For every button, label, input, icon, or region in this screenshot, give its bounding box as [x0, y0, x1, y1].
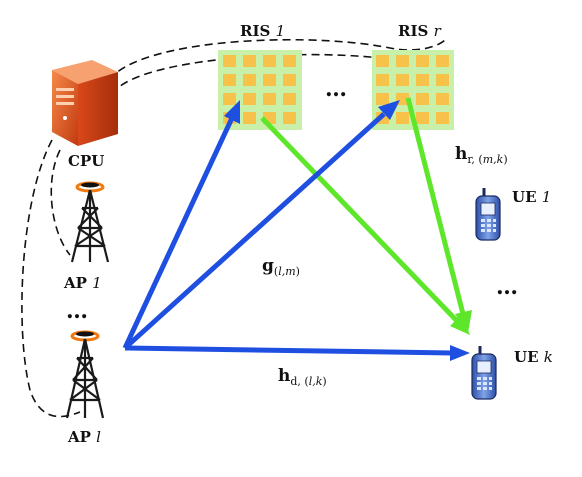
ris-element-tile [243, 74, 256, 86]
ris-element-tile [416, 55, 429, 67]
ap-ellipsis: … [66, 298, 89, 324]
ris-ellipsis: … [325, 76, 348, 102]
blue-arrow-apl-risr [123, 112, 386, 350]
ue-k-phone-icon [471, 346, 497, 400]
ris-element-tile [223, 55, 236, 67]
ris-element-tile [416, 112, 429, 124]
backhaul-cpu-ris-inner [111, 53, 381, 96]
ris-element-tile [283, 93, 296, 105]
ris-r-label: RIS r [398, 22, 441, 40]
ris-element-tile [436, 55, 449, 67]
ris-element-tile [283, 74, 296, 86]
ap-links [122, 100, 470, 361]
ris-element-tile [223, 74, 236, 86]
h-r-channel-label: hr, (m,k) [455, 144, 508, 166]
ris-element-tile [283, 112, 296, 124]
backhaul-cpu-ap1 [50, 149, 71, 256]
ris-element-tile [376, 74, 389, 86]
ris-element-tile [416, 93, 429, 105]
ris-element-tile [376, 93, 389, 105]
h-d-channel-label: hd, (l,k) [278, 366, 327, 388]
ris-1-panel [218, 50, 302, 130]
ris-element-tile [263, 93, 276, 105]
ris-element-tile [436, 93, 449, 105]
ap-l-label: AP l [68, 428, 101, 446]
ue-k-label: UE k [514, 348, 553, 366]
blue-arrowhead-ris1 [224, 100, 240, 124]
ris-element-tile [376, 55, 389, 67]
g-channel-label: g(l,m) [262, 256, 300, 278]
green-arrowhead-ris1 [450, 314, 470, 335]
ap-l-tower-icon [65, 330, 105, 419]
ris-element-tile [396, 112, 409, 124]
ris-element-tile [396, 55, 409, 67]
backhaul-links [21, 38, 446, 418]
green-arrow-ris1-uek [260, 116, 460, 324]
backhaul-cpu-apl [21, 139, 81, 418]
ris-1-label: RIS 1 [240, 22, 286, 40]
ris-to-ue-links [260, 97, 472, 335]
cpu-label: CPU [68, 152, 105, 170]
green-arrowhead-risr [455, 310, 472, 333]
ue-ellipsis: … [496, 274, 519, 300]
ap-1-label: AP 1 [64, 274, 102, 292]
ris-element-tile [436, 74, 449, 86]
ris-element-tile [263, 74, 276, 86]
ue-1-phone-icon [475, 188, 501, 241]
ris-element-tile [223, 93, 236, 105]
ue-1-label: UE 1 [512, 188, 552, 206]
ris-element-tile [416, 74, 429, 86]
cpu-server-icon [52, 60, 118, 146]
ris-element-tile [243, 112, 256, 124]
green-arrow-risr-uek [405, 97, 466, 315]
blue-arrow-apl-uek [124, 345, 453, 356]
ris-element-tile [436, 112, 449, 124]
ap-1-tower-icon [70, 181, 110, 263]
blue-arrowhead-risr [378, 100, 400, 120]
blue-arrowhead-uek [450, 345, 470, 361]
backhaul-cpu-ris [103, 38, 446, 93]
ris-element-tile [396, 93, 409, 105]
ris-element-tile [263, 55, 276, 67]
ris-element-tile [243, 93, 256, 105]
blue-arrow-apl-ris1 [122, 116, 235, 350]
ris-element-tile [396, 74, 409, 86]
ris-element-tile [283, 55, 296, 67]
ris-element-tile [243, 55, 256, 67]
ris-r-panel [372, 50, 454, 130]
